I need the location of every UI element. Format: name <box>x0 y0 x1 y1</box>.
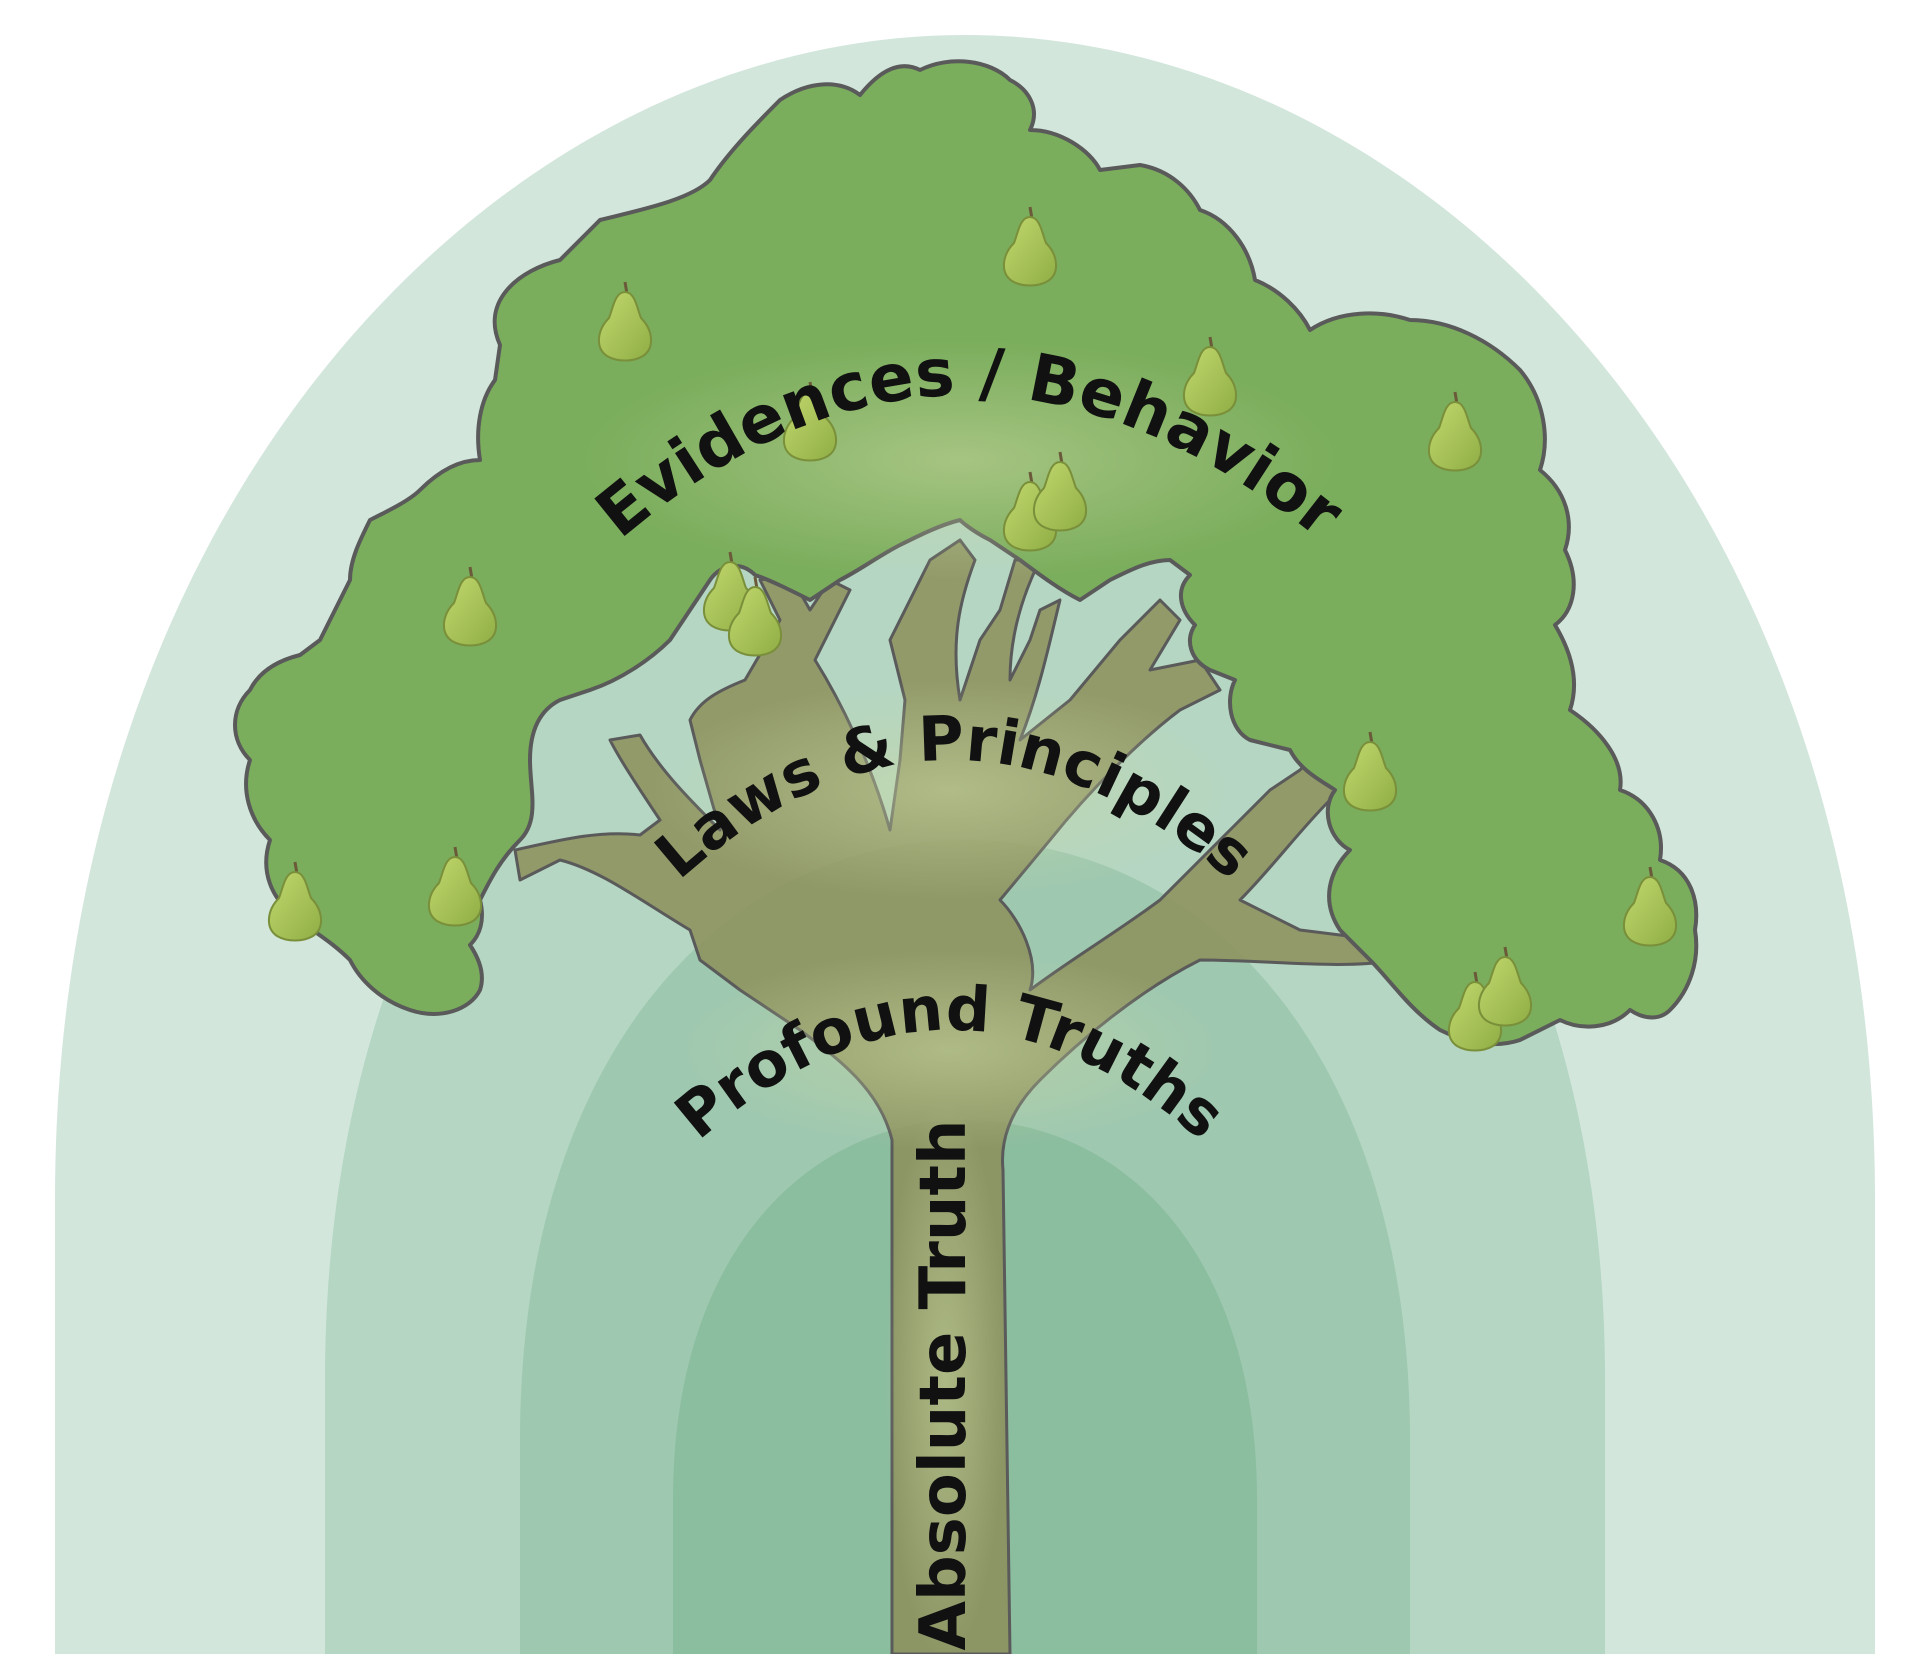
label-glows <box>580 340 1340 1654</box>
pear-icon <box>443 566 497 647</box>
pear-icon <box>1478 946 1532 1027</box>
canopy-shape <box>233 59 1699 1047</box>
pear-icon <box>1003 206 1057 287</box>
label-absolute-truth: Absolute Truth <box>907 1119 981 1650</box>
pear-icon <box>428 846 482 927</box>
pear-icon <box>268 861 322 942</box>
pear-icon <box>1183 336 1237 417</box>
pear-icon <box>728 576 782 657</box>
pear-icon <box>1033 451 1087 532</box>
pear-icon <box>1343 731 1397 812</box>
pear-icon <box>783 381 837 462</box>
pear-icon <box>598 281 652 362</box>
pear-icon <box>1428 391 1482 472</box>
pears-group <box>268 206 1677 1052</box>
pear-icon <box>1623 866 1677 947</box>
tree-canopy <box>233 59 1699 1047</box>
